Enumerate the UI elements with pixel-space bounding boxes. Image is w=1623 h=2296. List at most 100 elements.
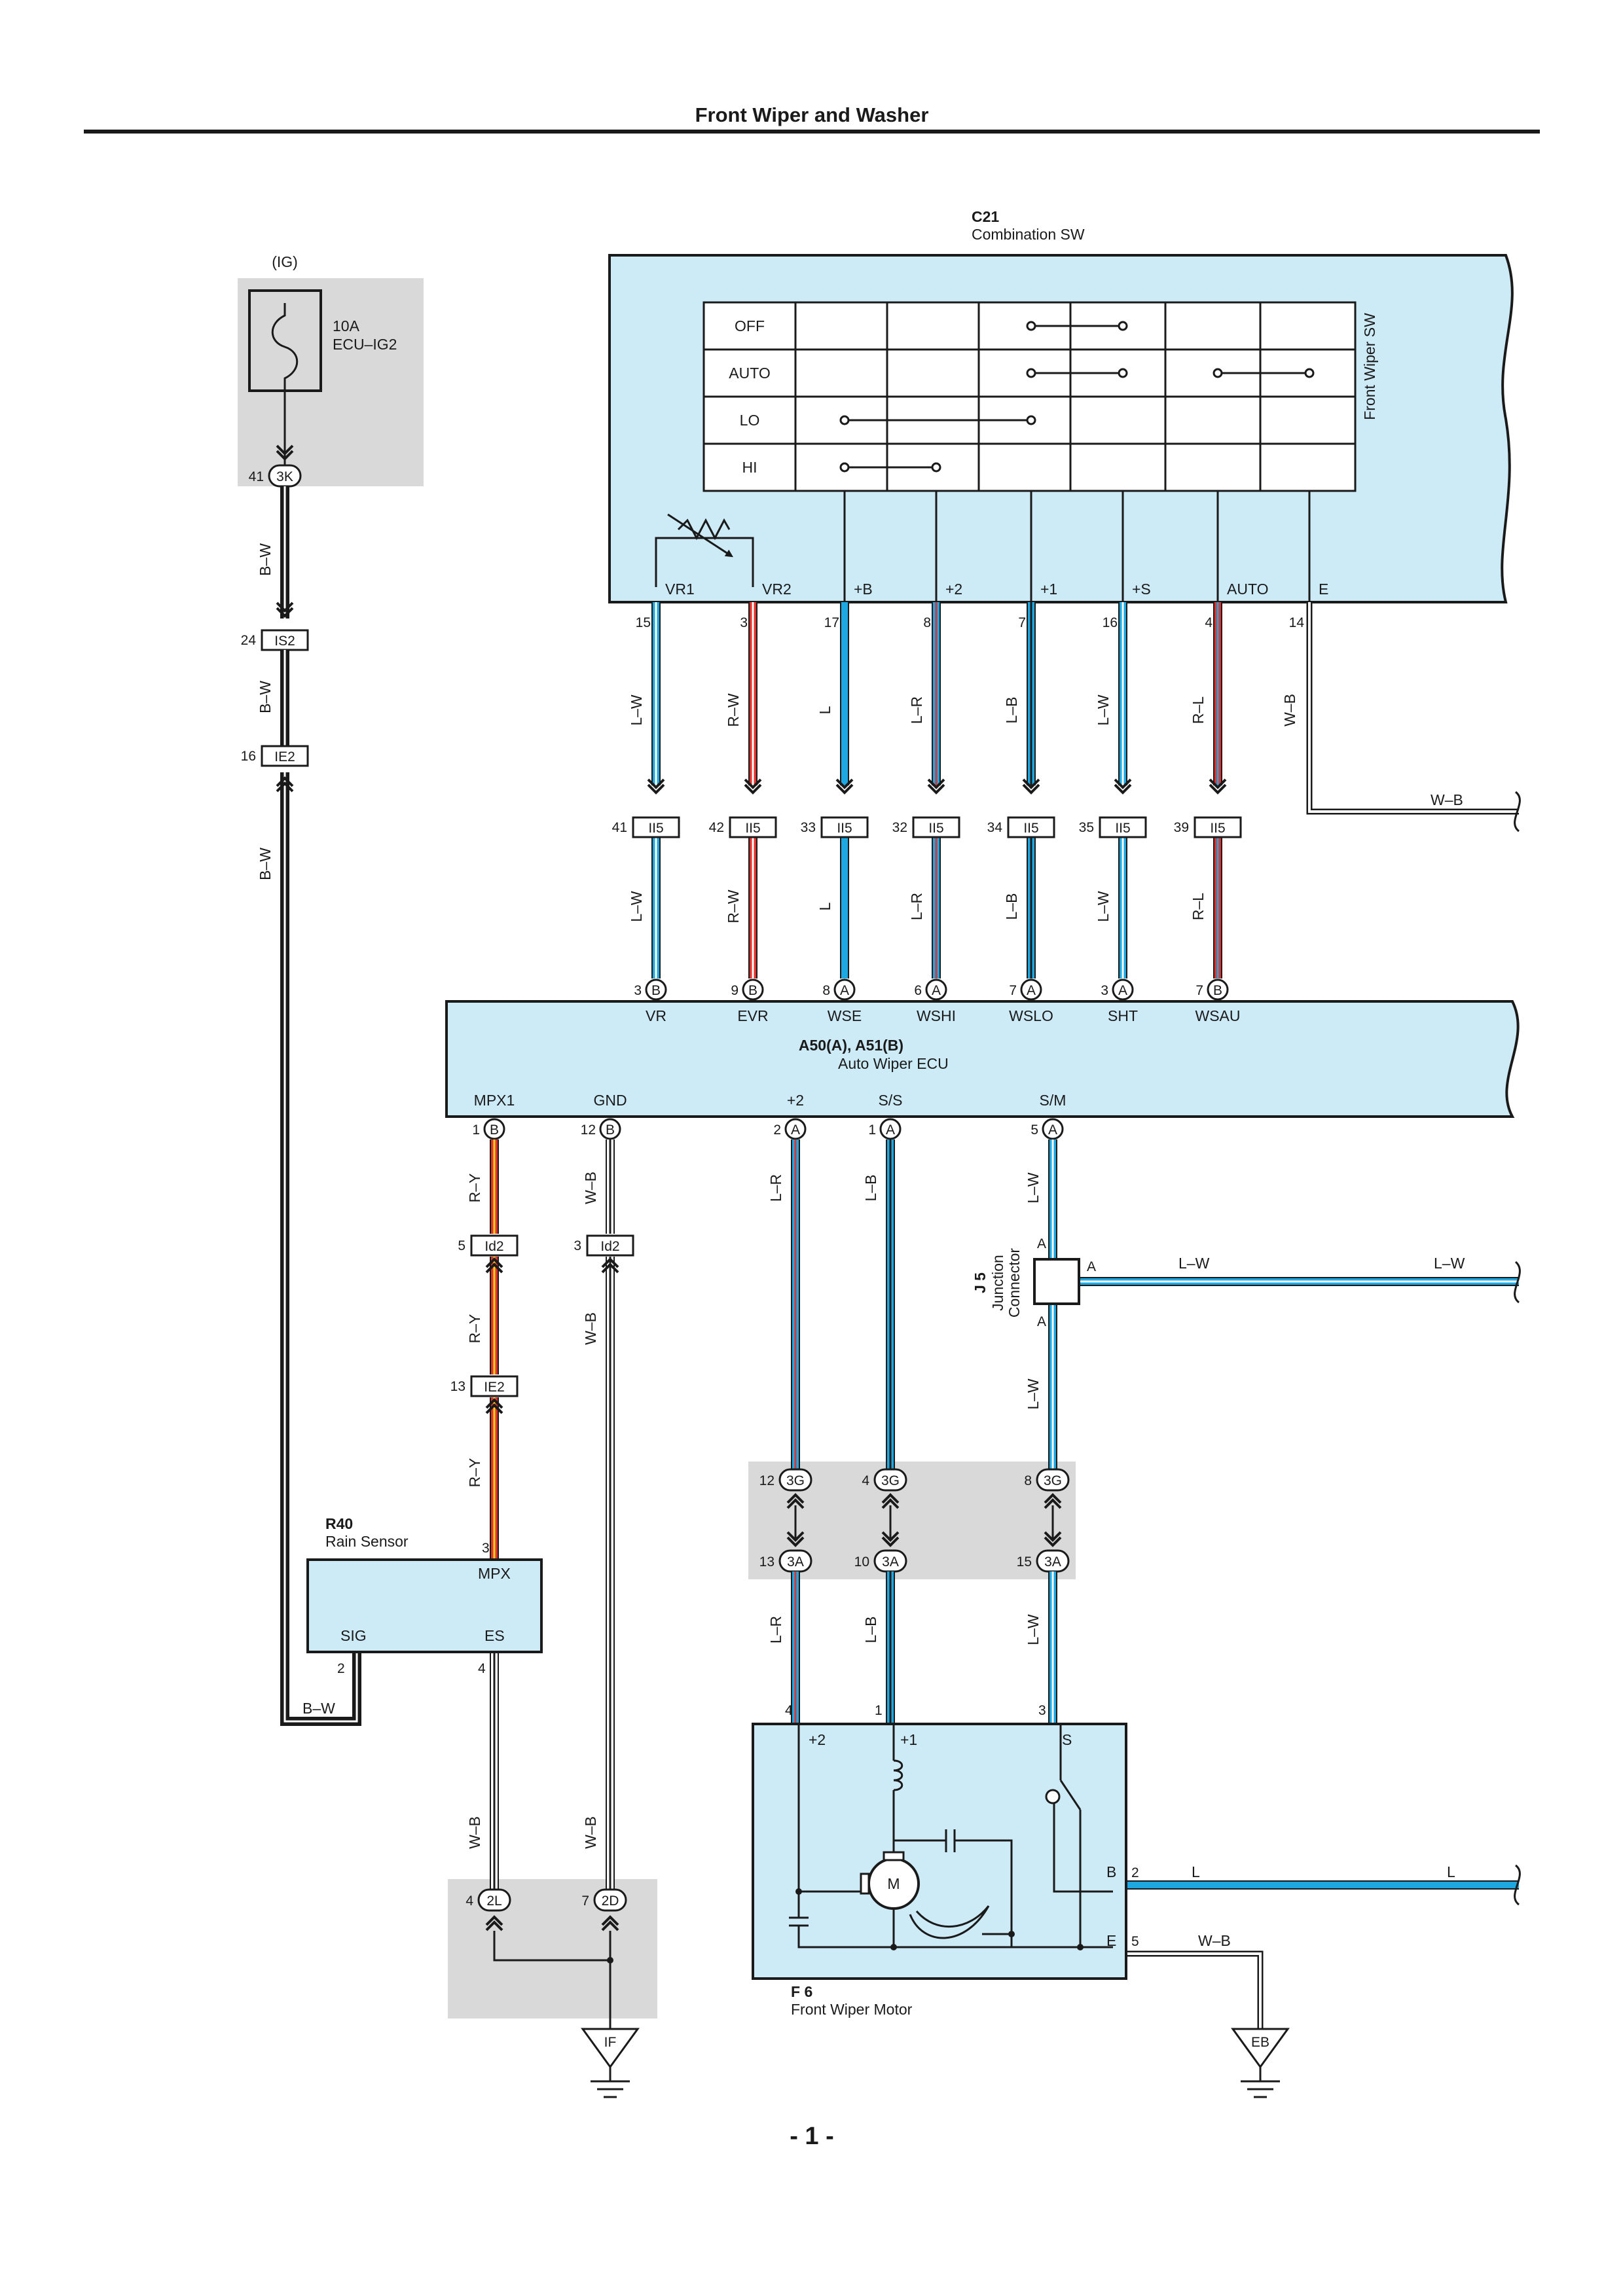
- connector-3g-2: [1036, 1468, 1070, 1492]
- motor-symbol: M: [887, 1875, 900, 1892]
- connector-ii5-pin-3: 32: [892, 820, 907, 835]
- page-number: - 1 -: [790, 2123, 834, 2150]
- connector-2l-arrow: [485, 1920, 503, 1931]
- ecu-bottom-terminal-4: S/M: [1040, 1092, 1067, 1109]
- wiper-motor-pin-s: 3: [1038, 1703, 1046, 1718]
- connector-ii5-3-label: II5: [928, 821, 943, 836]
- ecu-top-pin-2: 8: [822, 983, 830, 998]
- connector-2l-label: 2L: [486, 1893, 501, 1909]
- connector-3g-2-label: 3G: [1044, 1473, 1062, 1488]
- fuse-icon: [271, 303, 299, 391]
- mid-label-a-1: L–B: [862, 1175, 879, 1202]
- ecu-top-pin-side-1: B: [748, 983, 757, 998]
- connector-ie2: [261, 745, 309, 767]
- wiper-motor-terminal-plus1: +1: [900, 1731, 917, 1748]
- ground-join-wire: [493, 1931, 611, 2029]
- ecu-terminal-4: WSLO: [1009, 1007, 1053, 1024]
- junction-connector: J 5 Junction Connector A A A L–W L–W: [972, 1236, 1465, 1329]
- upper-wire-label-a-1: R–W: [725, 693, 742, 726]
- b-w-arrow-up-2: [276, 776, 294, 787]
- ecu-terminal-2: WSE: [828, 1007, 862, 1024]
- upper-wire-label-a-5: L–W: [1095, 694, 1112, 726]
- wiper-motor-code: F 6: [791, 1983, 812, 2000]
- upper-wire-label-a-2: L: [816, 706, 833, 714]
- ecu-bottom-pin-side-1: B: [606, 1122, 615, 1138]
- upper-arrow-4: [1022, 778, 1040, 789]
- ecu-bottom-terminal-1: GND: [593, 1092, 627, 1109]
- connector-2d-arrow: [601, 1920, 619, 1931]
- upper-arrow-3-2: [927, 783, 945, 795]
- upper-wire-label-b-0: L–W: [628, 891, 645, 922]
- ecu-top-pin-side-6: B: [1213, 983, 1222, 998]
- connector-id2-mpx-label: Id2: [484, 1239, 503, 1254]
- upper-arrow-0: [647, 778, 665, 789]
- connector-ii5-2-label: II5: [837, 821, 852, 836]
- connector-3g-1-label: 3G: [881, 1473, 900, 1488]
- connector-id2-mpx-pin: 5: [458, 1238, 465, 1253]
- connector-3a-pin-1: 10: [854, 1554, 869, 1570]
- connector-ii5-0: [632, 816, 680, 838]
- connector-3g-arrow-0: [786, 1498, 805, 1509]
- ecu-top-pin-1: 9: [731, 983, 739, 998]
- gnd-label-3: W–B: [582, 1816, 599, 1849]
- switch-terminal-2: +B: [854, 581, 873, 598]
- rain-sensor-body: [306, 1558, 543, 1653]
- connector-3a-pin-2: 15: [1017, 1554, 1032, 1570]
- wiper-motor-pin-plus2: 4: [785, 1703, 793, 1718]
- r-y-arrow-1: [485, 1263, 503, 1274]
- ecu-top-pin-4: 7: [1009, 983, 1017, 998]
- junction-dot: [607, 1957, 613, 1964]
- gnd-arrow-2: [601, 1257, 619, 1268]
- upper-connector-group: II541B3II542B9II533A8II532A6II534A7II535…: [612, 816, 1242, 1001]
- switch-terminal-0: VR1: [665, 581, 695, 598]
- rain-sensor-sig-terminal: SIG: [340, 1627, 367, 1644]
- upper-arrow-1-2: [744, 783, 762, 795]
- connector-3g-0-label: 3G: [786, 1473, 805, 1488]
- connector-3g-arrow-2-2: [1044, 1493, 1062, 1504]
- mid-label-a-2b: L–W: [1025, 1378, 1042, 1410]
- upper-wire-label-a-3: L–R: [908, 696, 925, 724]
- motor-e-wire-label: W–B: [1198, 1932, 1231, 1949]
- rain-sensor-code: R40: [325, 1515, 353, 1532]
- upper-wire-label-b-2: L: [816, 902, 833, 910]
- ground-icon-0: [591, 2067, 630, 2098]
- fuse-shade: [238, 278, 424, 486]
- junction-dot: [1008, 1931, 1015, 1937]
- ecu-bottom-pin-side-4: A: [1048, 1122, 1057, 1138]
- auto-wiper-ecu-body: [445, 1000, 1520, 1118]
- wiper-motor-pin-e: 5: [1131, 1934, 1139, 1949]
- cam-icon: [909, 1905, 990, 1939]
- switch-pin-3: 8: [923, 615, 931, 630]
- connector-3a-0-label: 3A: [787, 1554, 804, 1570]
- wiper-motor-pin-plus1: 1: [875, 1703, 883, 1718]
- switch-contact-icon: [1304, 368, 1315, 378]
- junction-terminal-right: A: [1087, 1259, 1096, 1274]
- ecu-bottom-pin-circle-2: [784, 1118, 807, 1140]
- wire-break-icon: [1514, 1864, 1521, 1906]
- upper-arrow-5: [1114, 778, 1132, 789]
- motor-brush-top: [883, 1851, 905, 1861]
- wiper-motor-terminal-plus2: +2: [809, 1731, 826, 1748]
- connector-2d: [593, 1888, 627, 1912]
- rain-sensor-pin-mpx: 3: [482, 1541, 490, 1556]
- ecu-top-pin-side-5: A: [1118, 983, 1127, 998]
- auto-wiper-ecu-name: Auto Wiper ECU: [838, 1055, 949, 1072]
- connector-3a-arrow-2-2: [1044, 1536, 1062, 1547]
- connector-3a-arrow-0-2: [786, 1536, 805, 1547]
- connector-id2-mpx: [470, 1234, 519, 1257]
- gnd-arrow: [601, 1263, 619, 1274]
- switch-pin-6: 4: [1205, 615, 1213, 630]
- ecu-terminal-3: WSHI: [917, 1007, 956, 1024]
- rain-sensor-pin-sig: 2: [337, 1661, 345, 1676]
- connector-3a-2-label: 3A: [1044, 1554, 1061, 1570]
- page-title: Front Wiper and Washer: [695, 103, 929, 126]
- ecu-bottom-pin-side-2: A: [791, 1122, 800, 1138]
- r-y-arrow-2-2: [485, 1398, 503, 1409]
- r-y-label-1: R–Y: [466, 1174, 483, 1203]
- mid-label-b-2: L–W: [1025, 1614, 1042, 1645]
- variable-resistor-icon: [677, 518, 731, 541]
- wiper-motor-terminal-s: S: [1062, 1731, 1072, 1748]
- connector-ii5-2: [820, 816, 869, 838]
